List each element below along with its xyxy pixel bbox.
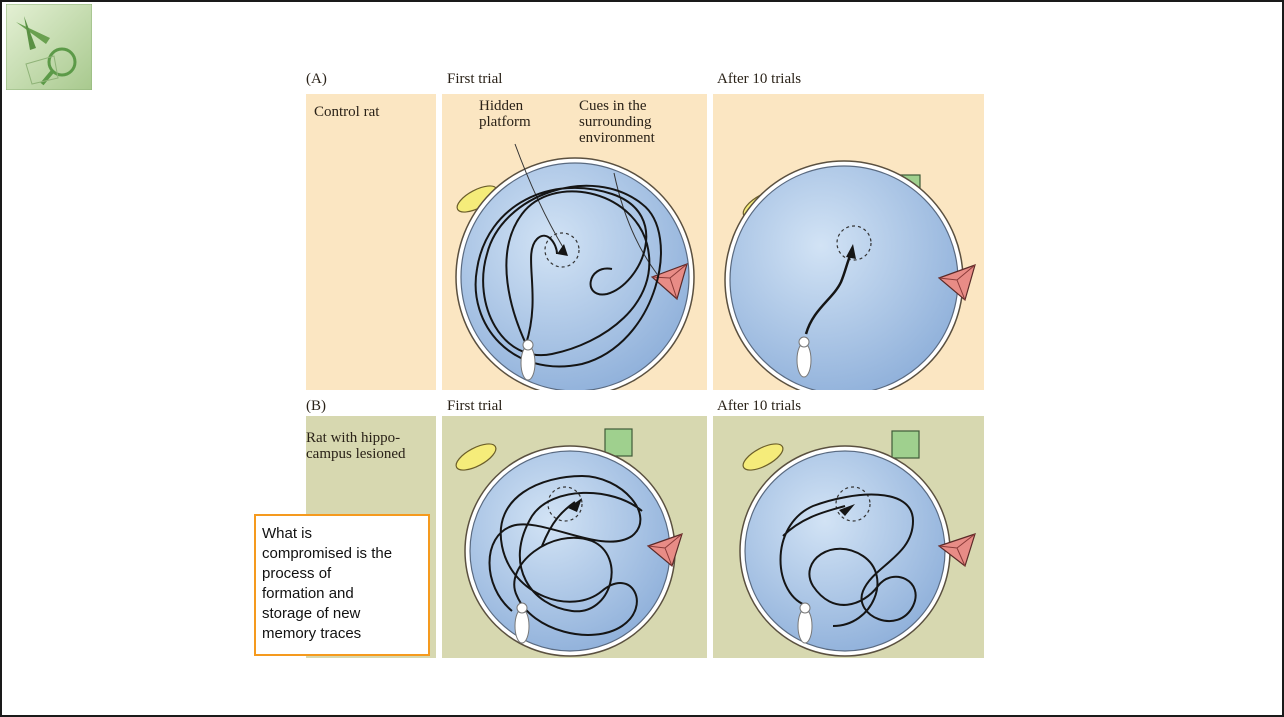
annotation-cues-line2: surrounding xyxy=(579,114,652,130)
compass-magnifier-logo-icon xyxy=(6,4,92,90)
row-a-letter: (A) xyxy=(306,71,327,87)
panel-control-after-10-trials xyxy=(713,94,984,390)
callout-line5: storage of new xyxy=(262,604,426,624)
callout-box: What is compromised is the process of fo… xyxy=(254,514,430,656)
row-a-label: Control rat xyxy=(314,104,379,120)
row-b-letter: (B) xyxy=(306,398,326,414)
row-a-col2-header: After 10 trials xyxy=(717,71,801,87)
panel-control-first-trial: Hidden platform Cues in the surrounding … xyxy=(442,94,707,390)
row-a-col1-header: First trial xyxy=(447,71,502,87)
annotation-platform-line2: platform xyxy=(479,114,531,130)
rat xyxy=(521,346,535,380)
row-a-label-panel: Control rat xyxy=(306,94,436,390)
callout-line6: memory traces xyxy=(262,624,426,644)
panel-lesioned-first-trial xyxy=(442,416,707,658)
cue-green-square xyxy=(605,429,632,456)
rat xyxy=(798,609,812,643)
callout-line3: process of xyxy=(262,564,426,584)
callout-line1: What is xyxy=(262,524,426,544)
annotation-cues-line3: environment xyxy=(579,130,655,146)
cue-yellow-ellipse xyxy=(452,439,499,476)
row-b-col2-header: After 10 trials xyxy=(717,398,801,414)
callout-line4: formation and xyxy=(262,584,426,604)
annotation-platform-line1: Hidden xyxy=(479,98,523,114)
pool xyxy=(730,166,958,390)
cue-green-square xyxy=(892,431,919,458)
row-b-label-line2: campus lesioned xyxy=(306,446,406,462)
rat xyxy=(515,609,529,643)
pool xyxy=(745,451,945,651)
annotation-cues-line1: Cues in the xyxy=(579,98,647,114)
callout-line2: compromised is the xyxy=(262,544,426,564)
panel-lesioned-after-10-trials xyxy=(713,416,984,658)
row-b-col1-header: First trial xyxy=(447,398,502,414)
pool xyxy=(470,451,670,651)
row-b-label-line1: Rat with hippo- xyxy=(306,430,400,446)
rat xyxy=(797,343,811,377)
